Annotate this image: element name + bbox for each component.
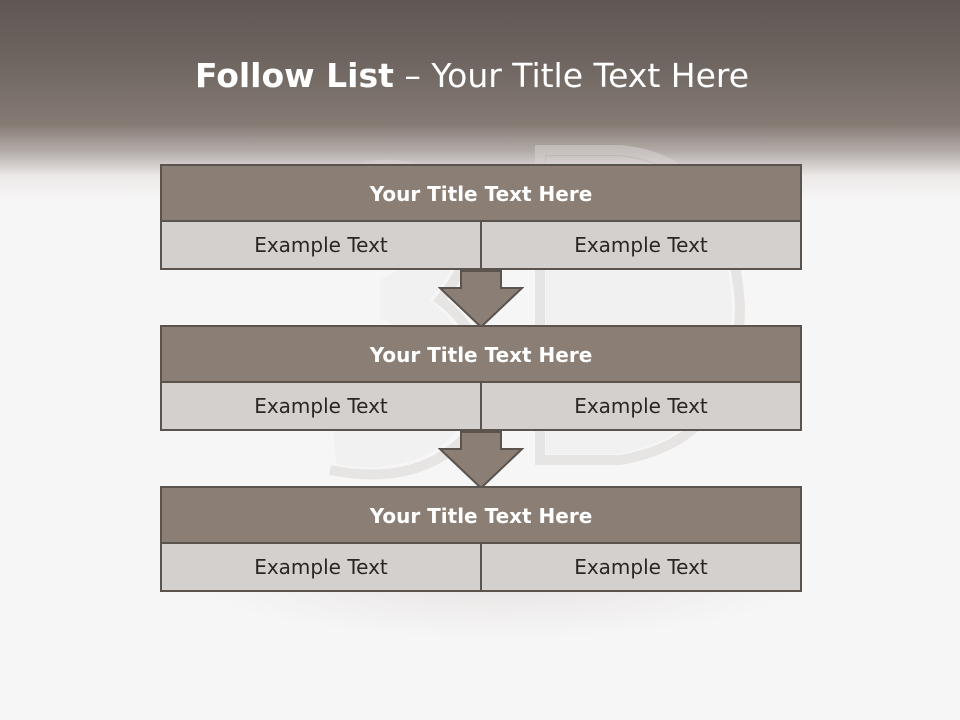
step-3-right-text: Example Text	[480, 544, 800, 590]
step-1-left-text: Example Text	[162, 222, 480, 268]
slide-title-rest: – Your Title Text Here	[393, 56, 750, 95]
slide-title: Follow List – Your Title Text Here	[0, 54, 944, 98]
step-row-3: Example Text Example Text	[162, 544, 800, 590]
step-title-2: Your Title Text Here	[162, 327, 800, 383]
step-2-left-text: Example Text	[162, 383, 480, 429]
step-block-1: Your Title Text Here Example Text Exampl…	[160, 164, 802, 270]
step-row-1: Example Text Example Text	[162, 222, 800, 268]
slide-title-bold: Follow List	[194, 56, 394, 95]
step-block-3: Your Title Text Here Example Text Exampl…	[160, 486, 802, 592]
step-block-2: Your Title Text Here Example Text Exampl…	[160, 325, 802, 431]
step-title-1: Your Title Text Here	[162, 166, 800, 222]
step-3-left-text: Example Text	[162, 544, 480, 590]
down-arrow-icon	[438, 270, 524, 328]
step-2-right-text: Example Text	[480, 383, 800, 429]
step-1-right-text: Example Text	[480, 222, 800, 268]
step-row-2: Example Text Example Text	[162, 383, 800, 429]
step-title-3: Your Title Text Here	[162, 488, 800, 544]
down-arrow-icon	[438, 431, 524, 489]
